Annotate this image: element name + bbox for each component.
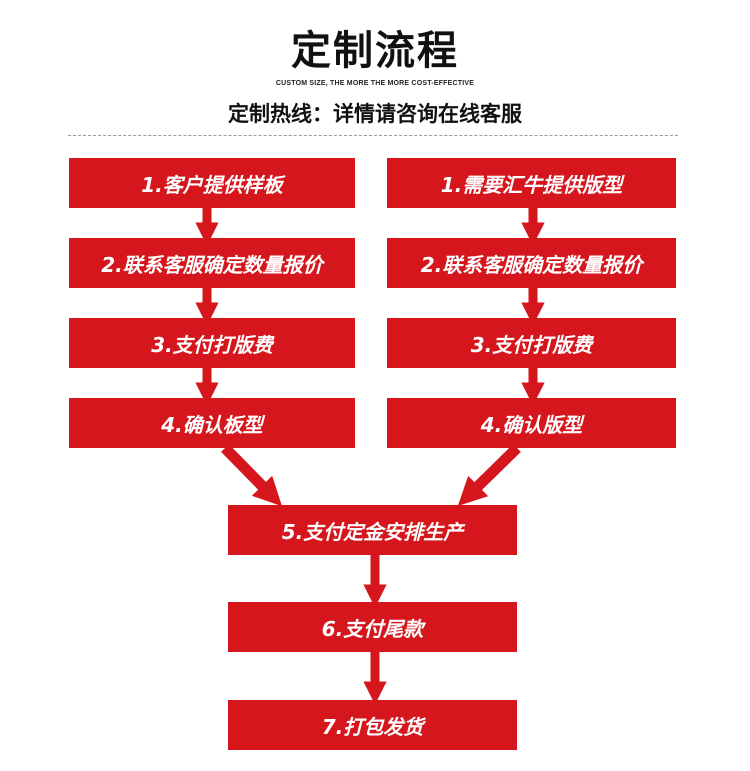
right-step-1: 1.需要汇牛提供版型 — [387, 158, 676, 208]
merged-step-5: 5.支付定金安排生产 — [228, 505, 517, 555]
merged-step-6: 6.支付尾款 — [228, 602, 517, 652]
page-subtitle: CUSTOM SIZE, THE MORE THE MORE COST-EFFE… — [275, 80, 475, 87]
arrow-left-merge — [221, 444, 283, 507]
right-step-3: 3.支付打版费 — [387, 318, 676, 368]
left-step-2: 2.联系客服确定数量报价 — [69, 238, 355, 288]
left-step-3: 3.支付打版费 — [69, 318, 355, 368]
left-step-1: 1.客户提供样板 — [69, 158, 355, 208]
right-step-2: 2.联系客服确定数量报价 — [387, 238, 676, 288]
merged-step-7: 7.打包发货 — [228, 700, 517, 750]
page-title: 定制流程 — [291, 28, 459, 74]
right-step-4: 4.确认版型 — [387, 398, 676, 448]
dashed-divider — [68, 135, 678, 136]
hotline-text: 定制热线：详情请咨询在线客服 — [228, 102, 522, 126]
left-step-4: 4.确认板型 — [69, 398, 355, 448]
arrow-right-merge — [457, 444, 521, 507]
